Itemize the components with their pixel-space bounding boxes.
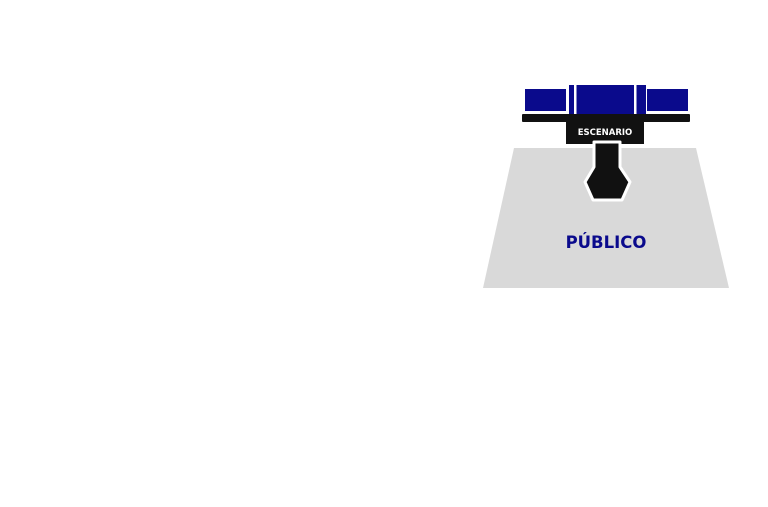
stage-label: ESCENARIO xyxy=(578,128,633,138)
main-stage[interactable] xyxy=(566,120,644,144)
center-screen-divider-left xyxy=(574,85,577,115)
right-screen xyxy=(647,89,688,111)
audience-label: PÚBLICO xyxy=(566,233,647,252)
stage-front-bar xyxy=(522,114,690,122)
audience-area[interactable] xyxy=(483,148,729,288)
left-screen xyxy=(525,89,566,111)
center-screen xyxy=(569,85,646,115)
catwalk xyxy=(583,140,632,202)
center-screen-divider-right xyxy=(634,85,637,115)
